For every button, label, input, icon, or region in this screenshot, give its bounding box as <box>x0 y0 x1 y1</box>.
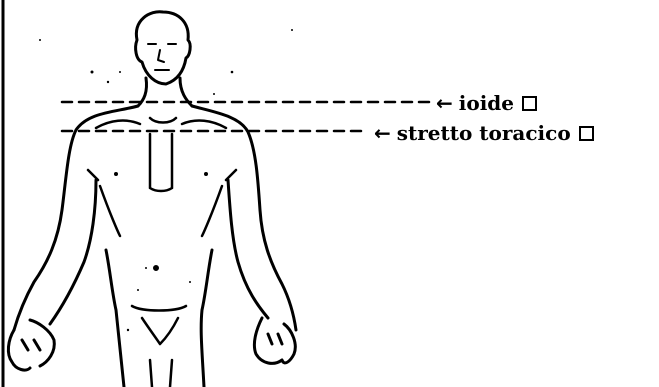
label-text-ioide: ioide <box>459 93 514 113</box>
chest-lines <box>150 134 172 191</box>
label-stretto-toracico: ← stretto toracico <box>374 123 594 143</box>
head-outline <box>136 12 191 84</box>
right-hand <box>254 318 295 363</box>
arrow-left-icon: ← <box>436 93 453 113</box>
waist-left <box>106 250 124 387</box>
arrow-left-icon: ← <box>374 123 391 143</box>
torso-outline <box>14 106 138 330</box>
inner-arm-left <box>50 180 96 324</box>
waist-right <box>201 250 212 387</box>
face-features <box>148 44 176 70</box>
rib-lines <box>88 170 236 236</box>
clavicle-lines <box>96 118 226 128</box>
torso-outline-right <box>192 106 296 330</box>
navel-mark <box>155 267 158 270</box>
checkbox-ioide[interactable] <box>522 96 537 111</box>
pelvis-lines <box>132 306 186 387</box>
label-ioide: ← ioide <box>436 93 537 113</box>
label-text-stretto-toracico: stretto toracico <box>397 123 571 143</box>
inner-arm-right <box>228 180 268 318</box>
checkbox-stretto-toracico[interactable] <box>579 126 594 141</box>
